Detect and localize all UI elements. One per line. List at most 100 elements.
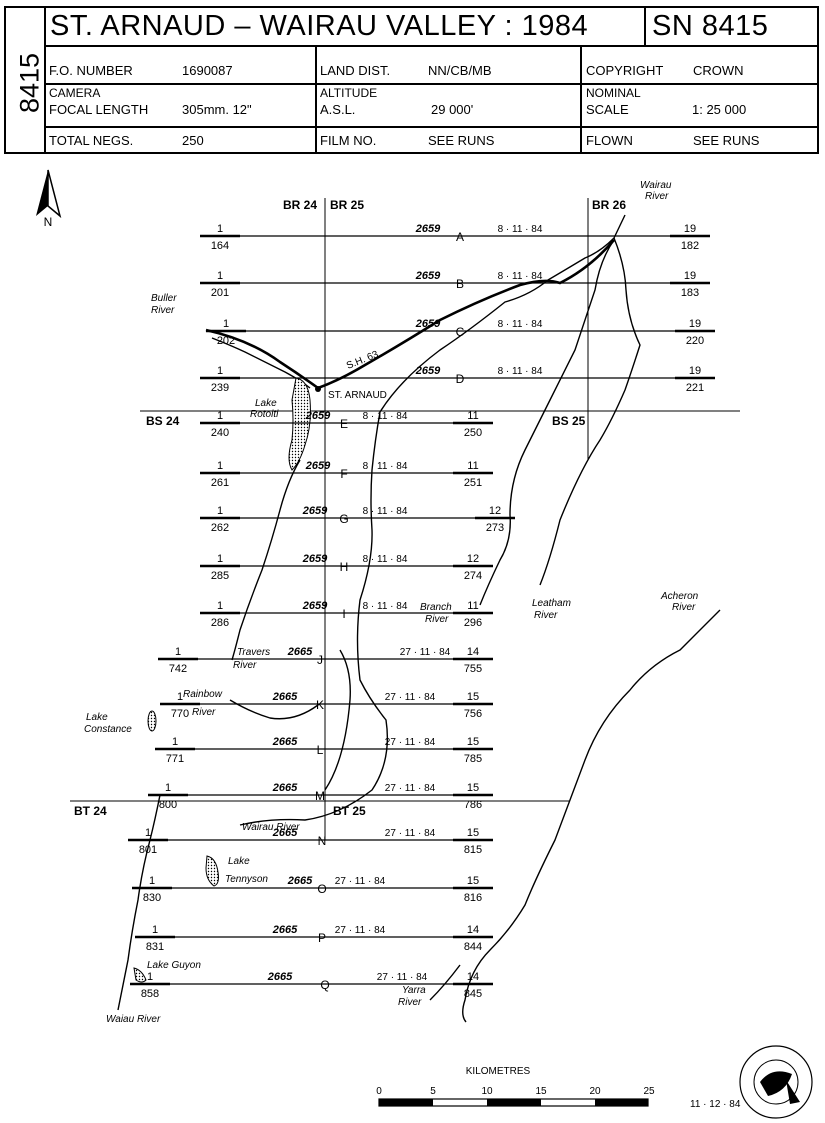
lake-tennyson-label-2: Tennyson — [225, 874, 268, 885]
run-end-photo: 816 — [464, 892, 482, 904]
run-end-frame: 15 — [467, 827, 479, 839]
sn-number: SN 8415 — [652, 10, 769, 42]
run-film-number: 2665 — [287, 646, 313, 658]
run-start-photo: 830 — [143, 892, 161, 904]
run-start-photo: 262 — [211, 522, 229, 534]
scale-bar-seg — [487, 1099, 541, 1106]
run-letter: J — [317, 653, 323, 667]
asl-label: A.S.L. — [320, 102, 356, 117]
run-film-number: 2665 — [272, 924, 298, 936]
run-start-frame: 1 — [147, 971, 153, 983]
run-letter: O — [317, 882, 326, 896]
grid-label-br26: BR 26 — [592, 198, 626, 212]
lake-guyon-shape — [133, 967, 147, 983]
scale-tick-label: 5 — [430, 1086, 436, 1097]
scale-bar-title: KILOMETRES — [466, 1066, 531, 1077]
run-end-photo: 786 — [464, 799, 482, 811]
run-end-photo: 845 — [464, 988, 482, 1000]
altitude-label: ALTITUDE — [320, 86, 378, 100]
wairau-river-right-branch — [539, 237, 641, 586]
scale-tick-label: 20 — [589, 1086, 601, 1097]
wairau-river-mid-label: Wairau River — [242, 822, 300, 833]
run-start-frame: 1 — [217, 365, 223, 377]
run-film-number: 2665 — [272, 736, 298, 748]
stamp-date: 11 · 12 · 84 — [690, 1099, 741, 1110]
run-end-frame: 19 — [689, 318, 701, 330]
divider — [315, 45, 317, 152]
run-start-frame: 1 — [177, 691, 183, 703]
run-start-photo: 261 — [211, 477, 229, 489]
run-end-photo: 251 — [464, 477, 482, 489]
land-district-label: LAND DIST. — [320, 63, 391, 78]
run-letter: D — [456, 372, 465, 386]
run-date: 27 · 11 · 84 — [400, 647, 451, 658]
fo-number-value: 1690087 — [182, 63, 233, 78]
run-end-frame: 14 — [467, 646, 479, 658]
grid-label-br24: BR 24 — [283, 198, 317, 212]
acheron-river-label-2: River — [672, 602, 696, 613]
grid-label-br25: BR 25 — [330, 198, 364, 212]
copyright-value: CROWN — [693, 63, 744, 78]
grid-label-bt25: BT 25 — [333, 804, 366, 818]
lakes — [133, 377, 311, 983]
run-start-photo: 831 — [146, 941, 164, 953]
run-start-photo: 239 — [211, 382, 229, 394]
run-end-photo: 755 — [464, 663, 482, 675]
run-date: 27 · 11 · 84 — [335, 925, 386, 936]
branch-river — [479, 239, 615, 606]
run-letter: N — [318, 834, 327, 848]
run-start-photo: 285 — [211, 570, 229, 582]
run-start-photo: 286 — [211, 617, 229, 629]
run-start-frame: 1 — [217, 410, 223, 422]
lake-tennyson-label-1: Lake — [228, 856, 250, 867]
run-end-frame: 11 — [467, 460, 478, 472]
run-film-number: 2665 — [272, 827, 298, 839]
run-start-frame: 1 — [217, 460, 223, 472]
copyright-label: COPYRIGHT — [586, 63, 664, 78]
acheron-river-label-1: Acheron — [660, 591, 699, 602]
land-district-value: NN/CB/MB — [428, 63, 492, 78]
north-arrow: N — [36, 169, 62, 229]
wairau-river-label-2: River — [645, 191, 669, 202]
run-start-frame: 1 — [175, 646, 181, 658]
side-stream — [324, 649, 351, 791]
lake-rotoiti-shape — [288, 377, 311, 471]
sh63-label: S.H. 63 — [345, 349, 380, 372]
north-label: N — [44, 215, 53, 229]
run-start-frame: 1 — [217, 600, 223, 612]
run-date: 8 · 11 · 84 — [498, 319, 543, 330]
run-end-photo: 273 — [486, 522, 504, 534]
divider — [44, 8, 46, 152]
run-date: 8 · 11 · 84 — [363, 461, 408, 472]
run-end-frame: 19 — [684, 223, 696, 235]
run-start-photo: 240 — [211, 427, 229, 439]
lake-rotoiti-label-2: Rotoiti — [250, 409, 279, 420]
run-start-photo: 164 — [211, 240, 229, 252]
run-date: 27 · 11 · 84 — [385, 737, 436, 748]
film-number-label: FILM NO. — [320, 133, 377, 148]
lake-constance-shape — [147, 710, 157, 732]
flown-value: SEE RUNS — [693, 133, 760, 148]
divider — [44, 45, 817, 47]
run-end-frame: 11 — [467, 410, 478, 422]
run-start-photo: 858 — [141, 988, 159, 1000]
run-letter: Q — [320, 978, 329, 992]
run-end-photo: 183 — [681, 287, 699, 299]
run-letter: A — [456, 230, 464, 244]
run-start-frame: 1 — [149, 875, 155, 887]
divider — [44, 83, 817, 85]
scale-tick-label: 10 — [481, 1086, 493, 1097]
run-date: 27 · 11 · 84 — [385, 692, 436, 703]
st-arnaud-label: ST. ARNAUD — [328, 390, 387, 401]
run-film-number: 2659 — [302, 505, 328, 517]
